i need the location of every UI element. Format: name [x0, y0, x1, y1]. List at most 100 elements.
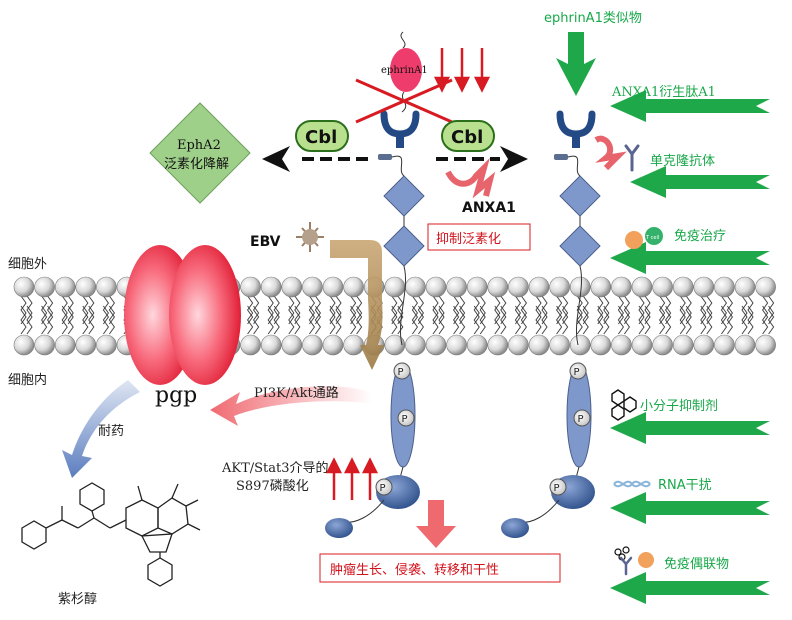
- ephrina1-mimetic-arrow: [556, 32, 596, 96]
- lipid-head: [34, 334, 55, 356]
- ebv-virus-icon: [296, 222, 324, 252]
- ephrina1-label: ephrinA1: [381, 65, 428, 76]
- outcome-label: 肿瘤生长、侵袭、转移和干性: [330, 562, 499, 578]
- lipid-head: [508, 276, 529, 298]
- phospho-site: P: [573, 409, 591, 427]
- lipid-head: [75, 276, 97, 298]
- svg-text:P: P: [398, 367, 404, 378]
- lipid-head: [549, 276, 570, 298]
- lipid-head: [343, 276, 364, 298]
- svg-text:T cell: T cell: [645, 235, 659, 241]
- phospho-site: P: [549, 478, 567, 496]
- svg-text:P: P: [554, 483, 560, 494]
- lipid-head: [96, 334, 117, 356]
- lipid-head: [755, 334, 776, 356]
- lipid-head: [714, 276, 735, 298]
- lipid-head: [405, 276, 426, 298]
- immunotherapy-icon: T cell: [625, 227, 663, 249]
- anxa1-label: ANXA1: [462, 200, 516, 216]
- lipid-head: [322, 276, 344, 298]
- paclitaxel-label: 紫杉醇: [58, 591, 97, 607]
- rna-icon: [613, 480, 651, 488]
- lipid-head: [672, 334, 694, 356]
- immunotherapy-label: 免疫治疗: [674, 228, 726, 244]
- ebv-label: EBV: [250, 234, 281, 250]
- lipid-head: [446, 334, 467, 356]
- outcome-arrow: [416, 500, 456, 548]
- small-molecule-arrow: [610, 412, 770, 444]
- lipid-head: [569, 334, 591, 356]
- lipid-head: [611, 334, 632, 356]
- degradation-arrowhead: [262, 146, 290, 172]
- lipid-head: [611, 276, 632, 298]
- immunoconjugate-icon: [614, 546, 654, 576]
- cbl-left: Cbl: [295, 120, 349, 152]
- epha2-receptor-right: [501, 110, 601, 538]
- lipid-head: [734, 276, 756, 298]
- svg-text:Cbl: Cbl: [451, 127, 483, 148]
- lipid-head: [425, 334, 447, 356]
- phospho-site: P: [393, 362, 411, 380]
- lipid-head: [672, 276, 694, 298]
- small-molecule-label: 小分子抑制剂: [640, 399, 718, 414]
- lipid-head: [322, 334, 344, 356]
- extracellular-label: 细胞外: [8, 257, 47, 272]
- lipid-head: [631, 334, 653, 356]
- lipid-head: [54, 276, 76, 298]
- inhibit-ubiquitination-box: [427, 223, 531, 251]
- immunotherapy-arrow: [610, 242, 770, 274]
- cbl-right: Cbl: [441, 120, 495, 152]
- lipid-head: [652, 334, 673, 356]
- lipid-head: [714, 334, 735, 356]
- lipid-head: [384, 334, 406, 356]
- rna-interference-label: RNA干扰: [658, 478, 712, 493]
- anxa1-peptide-binding: [594, 135, 627, 171]
- lipid-head: [384, 276, 406, 298]
- monoclonal-antibody-label: 单克隆抗体: [650, 154, 715, 169]
- lipid-head: [549, 334, 570, 356]
- svg-text:P: P: [380, 483, 386, 494]
- lipid-head: [260, 334, 282, 356]
- inhibit-ubiquitination-label: 抑制泛素化: [436, 232, 501, 247]
- lipid-head: [260, 276, 282, 298]
- ephrina1-mimetic-label: ephrinA1类似物: [544, 11, 642, 26]
- phospho-site: P: [397, 409, 415, 427]
- lipid-head: [13, 334, 35, 356]
- monoclonal-antibody-arrow: [630, 166, 770, 198]
- lipid-head: [96, 276, 117, 298]
- outcome-box: [319, 553, 561, 583]
- akt-stat3-label-2: S897磷酸化: [236, 479, 309, 494]
- pgp-transporter: [124, 245, 241, 385]
- lipid-head: [693, 276, 715, 298]
- blocked-cross: [355, 78, 453, 124]
- small-molecule-icon: [611, 389, 637, 421]
- lipid-head: [734, 334, 756, 356]
- lipid-head: [652, 276, 673, 298]
- lipid-head: [405, 334, 426, 356]
- lipid-head: [487, 334, 509, 356]
- drug-resistance-arrow: [62, 380, 140, 478]
- decrease-arrows: [433, 48, 491, 93]
- antibody-icon: [624, 144, 640, 172]
- lipid-head: [75, 334, 97, 356]
- anxa1-peptide-label: ANXA1衍生肽A1: [611, 85, 716, 100]
- lipid-head: [13, 276, 35, 298]
- svg-text:泛素化降解: 泛素化降解: [164, 157, 229, 172]
- lipid-head: [590, 276, 612, 298]
- epha2-receptor-left: [325, 110, 425, 538]
- lipid-head: [34, 276, 55, 298]
- lipid-head: [528, 334, 550, 356]
- svg-text:Cbl: Cbl: [305, 127, 337, 148]
- paclitaxel-structure: [21, 482, 201, 587]
- lipid-head: [281, 276, 303, 298]
- svg-text:EphA2: EphA2: [177, 138, 221, 153]
- pgp-label: pgp: [155, 383, 197, 408]
- lipid-head: [590, 334, 612, 356]
- lipid-head: [508, 334, 529, 356]
- pi3k-akt-arrow: [210, 386, 372, 426]
- intracellular-label: 细胞内: [8, 372, 47, 388]
- lipid-head: [693, 334, 715, 356]
- epha2-degradation-diamond: EphA2 泛素化降解: [149, 102, 251, 204]
- immunoconjugate-label: 免疫偶联物: [664, 556, 729, 572]
